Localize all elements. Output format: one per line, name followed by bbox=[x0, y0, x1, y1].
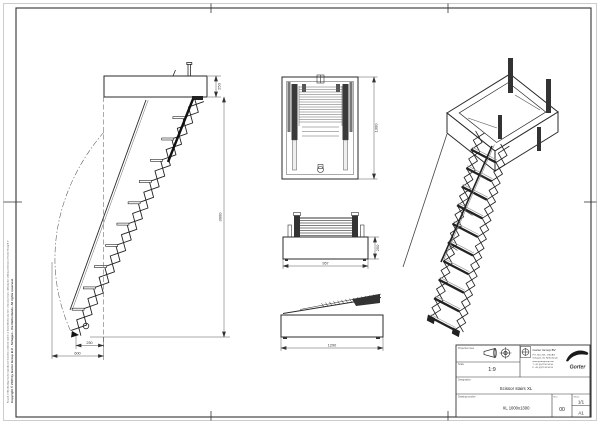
dim-lines bbox=[51, 75, 230, 360]
dim-label-swing-clearance: 600 bbox=[74, 351, 80, 355]
handrail-pole bbox=[69, 99, 149, 311]
hinge-bracket bbox=[192, 96, 203, 100]
centering-marks bbox=[3, 3, 597, 421]
handrail-iso bbox=[440, 144, 495, 263]
drawing-number-value: XL 1000x1300 bbox=[503, 406, 531, 411]
gorter-logo-text: Gorter bbox=[570, 365, 587, 371]
gorter-logo: Gorter bbox=[566, 350, 589, 371]
format-value: A1 bbox=[578, 411, 584, 416]
folded-bundle bbox=[282, 293, 382, 314]
projection-symbol-icon bbox=[483, 347, 512, 359]
title-block-grid bbox=[456, 345, 590, 417]
latch-and-handle bbox=[316, 74, 325, 173]
mechanism-braces bbox=[467, 94, 541, 129]
dim-label-slab-thickness: 250 bbox=[217, 82, 222, 89]
svg-text:Schagen, the Netherlands: Schagen, the Netherlands bbox=[533, 357, 559, 360]
folded-stack bbox=[296, 217, 356, 236]
svg-text:P.O. Box 265, 1740 AG: P.O. Box 265, 1740 AG bbox=[533, 353, 556, 356]
view-plan-folded: 1300 bbox=[281, 74, 379, 180]
copyright-sidebar-text: Copyright © 2020 by Gorter Group B.V. - … bbox=[7, 240, 15, 403]
view-side-elevation-open: 250 3000 250 600 bbox=[51, 62, 230, 360]
svg-text:www.gortergroup.com: www.gortergroup.com bbox=[533, 360, 554, 363]
copyright-line-2: No part of this drawing may be reproduce… bbox=[7, 240, 10, 403]
dim-label-foot-offset: 250 bbox=[86, 341, 92, 345]
title-block: Projection view Scale 1:9 Gorter Group B… bbox=[455, 344, 591, 418]
view-front-elevation-folded: 250 957 bbox=[282, 212, 380, 269]
sheet-label: Sheet bbox=[574, 395, 580, 398]
guide-rail bbox=[166, 98, 195, 163]
projection-label: Projection view bbox=[458, 347, 474, 350]
company-address: P.O. Box 265, 1740 AG Schagen, the Nethe… bbox=[533, 353, 559, 369]
designation-label: Designation bbox=[458, 379, 471, 382]
copyright-line-1: Copyright © 2020 by Gorter Group B.V. - … bbox=[10, 278, 14, 403]
dim-lines bbox=[280, 337, 384, 351]
dim-label-hatch-length: 1300 bbox=[374, 123, 379, 133]
company-name: Gorter Group BV bbox=[533, 348, 557, 352]
dim-label-overall-height: 3000 bbox=[218, 212, 223, 222]
dim-label-box-length: 1290 bbox=[328, 343, 336, 347]
scale-value: 1:9 bbox=[488, 367, 496, 373]
dim-label-box-width: 957 bbox=[322, 261, 328, 265]
folded-rails bbox=[287, 82, 353, 171]
folded-rail-posts bbox=[498, 58, 551, 151]
sheet-value: 1/1 bbox=[578, 400, 585, 405]
svg-text:F +31 (0)72 50 50 55: F +31 (0)72 50 50 55 bbox=[533, 367, 554, 369]
crosshair-symbol-icon bbox=[521, 348, 530, 356]
svg-text:T +31 (0)72 50 50 50: T +31 (0)72 50 50 50 bbox=[533, 364, 554, 366]
folded-steps bbox=[298, 86, 343, 137]
drawing-number-label: Drawing number bbox=[458, 396, 476, 399]
designation-value: Scissor stairs XL bbox=[500, 386, 533, 391]
sheet-frame bbox=[3, 3, 597, 421]
dim-lines bbox=[282, 236, 379, 269]
dim-label-box-height: 250 bbox=[375, 244, 380, 251]
foot-wheel bbox=[82, 322, 90, 330]
stair-feet-iso bbox=[426, 314, 460, 338]
swing-arc bbox=[54, 131, 105, 335]
view-side-closed-box: 1290 bbox=[280, 293, 384, 351]
view-isometric bbox=[402, 58, 559, 338]
operating-pole bbox=[402, 133, 448, 268]
stair-treads bbox=[71, 116, 186, 311]
scissor-mechanism bbox=[70, 96, 205, 336]
rev-label: Rev. bbox=[554, 396, 559, 398]
hatch-curb-frame bbox=[446, 73, 559, 173]
foot-tip bbox=[71, 331, 79, 338]
scale-label: Scale bbox=[458, 363, 465, 366]
rev-value: 00 bbox=[559, 407, 565, 413]
dim-lines bbox=[358, 76, 378, 180]
hatch-post bbox=[172, 62, 193, 77]
